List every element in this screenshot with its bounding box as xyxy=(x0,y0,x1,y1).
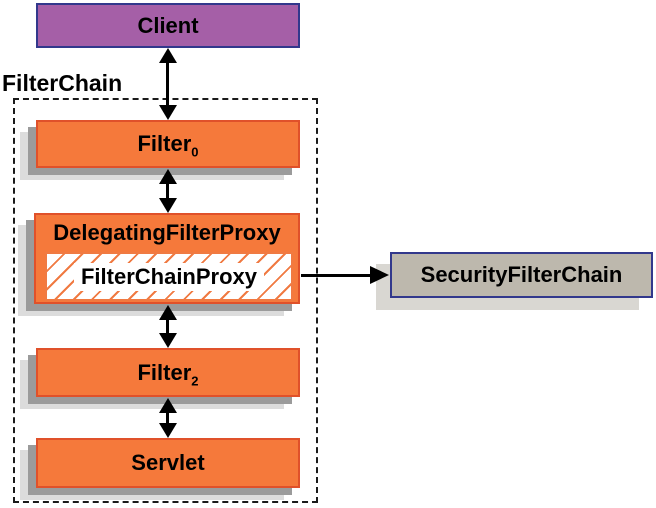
filter2-subscript: 2 xyxy=(191,372,199,388)
delegating-filter-proxy-label: DelegatingFilterProxy xyxy=(53,220,281,245)
security-filter-chain-node: SecurityFilterChain xyxy=(390,252,653,298)
arrow-line xyxy=(166,317,169,336)
client-node: Client xyxy=(36,3,300,48)
filter2-label: Filter2 xyxy=(137,359,199,388)
servlet-label: Servlet xyxy=(131,450,205,475)
arrowhead-up xyxy=(159,305,177,320)
arrow-line xyxy=(301,274,373,277)
arrowhead-down xyxy=(159,333,177,348)
filter0-subscript: 0 xyxy=(191,144,199,160)
filterchain-dashed-boundary xyxy=(13,98,318,503)
filter2-node: Filter2 xyxy=(36,348,300,397)
arrow-line xyxy=(166,181,169,201)
filter0-node: Filter0 xyxy=(36,120,300,168)
security-filter-chain-label: SecurityFilterChain xyxy=(420,262,623,287)
arrowhead-up xyxy=(159,169,177,184)
arrowhead-right xyxy=(370,266,389,284)
arrowhead-up xyxy=(159,398,177,413)
filterchain-group-label: FilterChain xyxy=(2,70,123,96)
filter0-delegating-filter-proxy-arrow xyxy=(159,169,177,213)
arrowhead-down xyxy=(159,105,177,120)
filter-chain-proxy-security-filter-chain-arrow xyxy=(301,266,389,284)
filter0-label: Filter0 xyxy=(137,131,199,160)
filter-chain-proxy-label: FilterChainProxy xyxy=(73,262,265,291)
arrow-line xyxy=(166,60,169,108)
client-filter0-arrow xyxy=(159,48,177,120)
arrowhead-up xyxy=(159,48,177,63)
filter2-servlet-arrow xyxy=(159,398,177,438)
delegating-filter-proxy-node: DelegatingFilterProxy FilterChainProxy xyxy=(34,213,300,304)
filter-chain-proxy-node: FilterChainProxy xyxy=(45,252,293,301)
client-label: Client xyxy=(137,12,199,38)
arrowhead-down xyxy=(159,198,177,213)
arrowhead-down xyxy=(159,423,177,438)
servlet-node: Servlet xyxy=(36,438,300,488)
arrow-line xyxy=(166,410,169,426)
delegating-filter-proxy-filter2-arrow xyxy=(159,305,177,348)
